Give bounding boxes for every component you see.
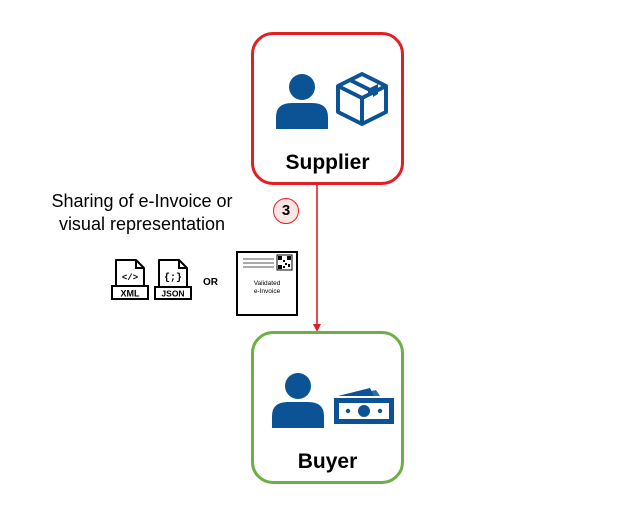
- flow-caption: Sharing of e-Invoice or visual represent…: [22, 190, 262, 236]
- invoice-doc-line-1: Validated: [253, 280, 281, 287]
- banknotes-icon: [334, 388, 394, 424]
- flow-caption-line-2: visual representation: [58, 214, 226, 234]
- invoice-doc-caption: Validated e-Invoice: [236, 280, 298, 296]
- invoice-doc-line-2: e-Invoice: [253, 288, 281, 295]
- buyer-node: Buyer: [251, 331, 404, 484]
- package-box-icon: [336, 72, 388, 126]
- person-icon: [276, 74, 328, 129]
- flow-caption-line-1: Sharing of e-Invoice or: [51, 191, 233, 211]
- xml-label: XML: [121, 289, 141, 299]
- xml-glyph: </>: [122, 273, 138, 283]
- step-number-badge: 3: [273, 198, 299, 224]
- json-label: JSON: [161, 289, 184, 299]
- supplier-node: Supplier: [251, 32, 404, 185]
- validated-e-invoice-document: Validated e-Invoice: [236, 251, 298, 316]
- person-icon: [272, 373, 324, 428]
- invoice-document-icon: [236, 251, 298, 316]
- xml-file-icon: </> XML: [111, 259, 149, 300]
- supplier-label: Supplier: [285, 151, 370, 174]
- buyer-label: Buyer: [297, 450, 358, 473]
- qr-code-icon: [276, 254, 293, 271]
- json-file-icon: {;} JSON: [154, 259, 192, 300]
- json-glyph: {;}: [164, 272, 182, 284]
- or-label: OR: [203, 277, 218, 288]
